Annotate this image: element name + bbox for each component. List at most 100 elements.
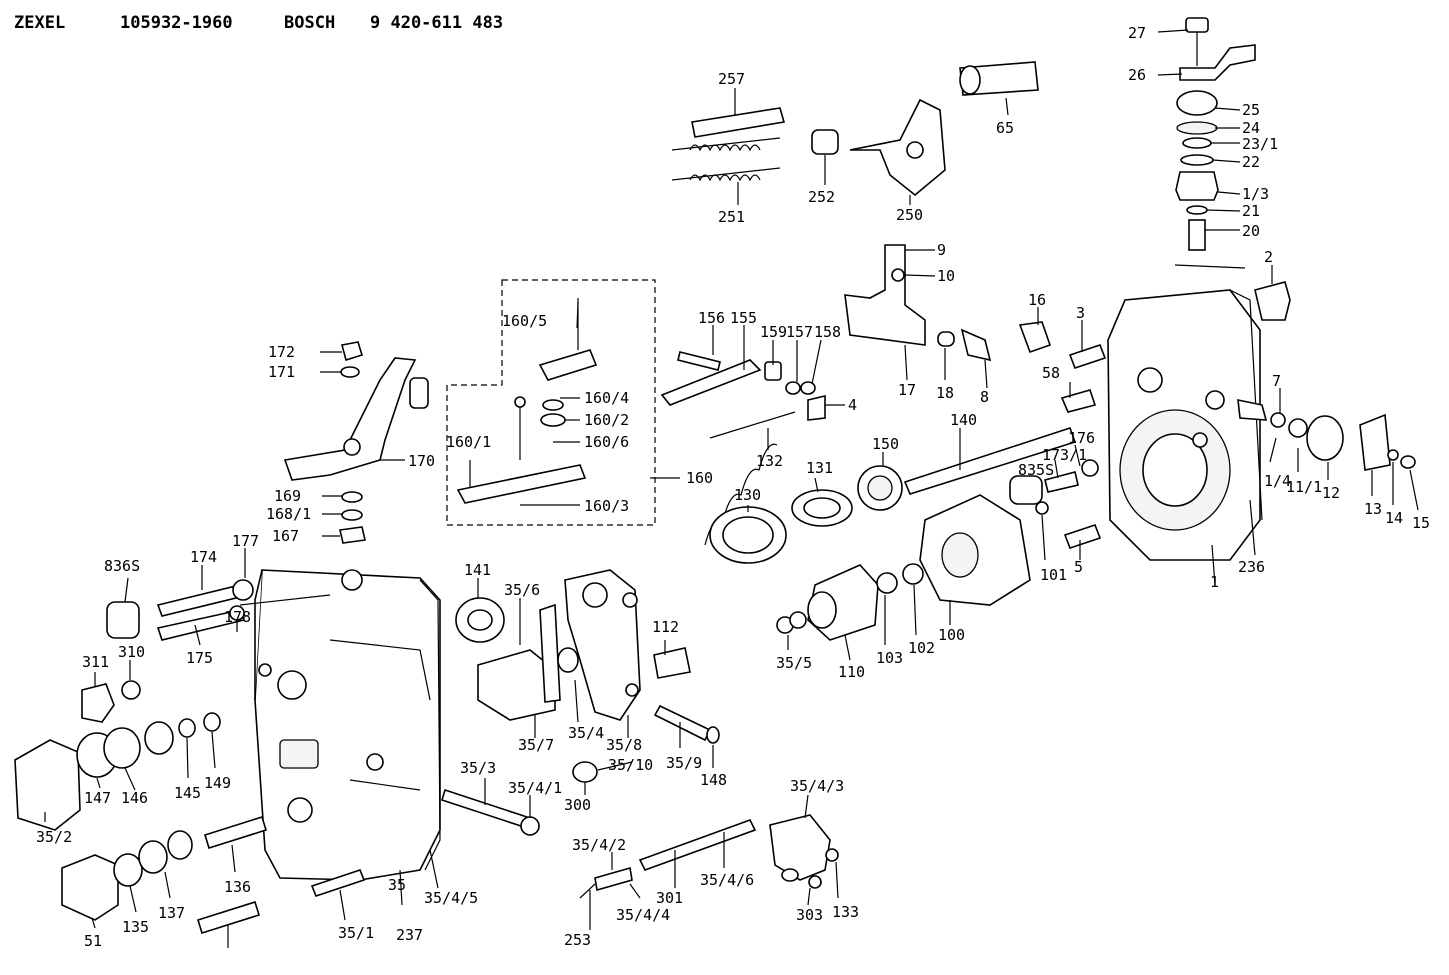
part-label: 160/2 xyxy=(584,411,629,429)
part-label: 1/4 xyxy=(1264,472,1291,490)
part-label: 150 xyxy=(872,435,899,453)
header-zexel: ZEXEL xyxy=(14,13,65,33)
part-label: 35/4/1 xyxy=(508,779,562,797)
part-label: 237 xyxy=(396,926,423,944)
part-label: 160/4 xyxy=(584,389,629,407)
part-label: 35/2 xyxy=(36,828,72,846)
part-label: 137 xyxy=(158,904,185,922)
part-label: 250 xyxy=(896,206,923,224)
leader-lines xyxy=(44,29,1419,948)
part-label: 11/1 xyxy=(1286,478,1322,496)
part-label: 311 xyxy=(82,653,109,671)
part-label: 158 xyxy=(814,323,841,341)
part-label: 35/4/3 xyxy=(790,777,844,795)
part-label: 9 xyxy=(937,241,946,259)
part-label: 175 xyxy=(186,649,213,667)
header-zexel-number: 105932-1960 xyxy=(120,13,233,33)
part-label: 112 xyxy=(652,618,679,636)
part-label: 170 xyxy=(408,452,435,470)
part-label: 236 xyxy=(1238,558,1265,576)
part-label: 35/9 xyxy=(666,754,702,772)
header-bosch-number: 9 420-611 483 xyxy=(370,13,503,33)
part-label: 35 xyxy=(388,876,406,894)
part-label: 102 xyxy=(908,639,935,657)
part-label: 10 xyxy=(937,267,955,285)
part-label: 5 xyxy=(1074,558,1083,576)
part-label: 160 xyxy=(686,469,713,487)
part-label: 14 xyxy=(1385,509,1403,527)
header-bosch: BOSCH xyxy=(284,13,335,33)
part-label: 35/7 xyxy=(518,736,554,754)
part-label: 133 xyxy=(832,903,859,921)
part-label: 157 xyxy=(786,323,813,341)
part-label: 1 xyxy=(1210,573,1219,591)
part-label: 8 xyxy=(980,388,989,406)
part-label: 4 xyxy=(848,396,857,414)
part-label: 7 xyxy=(1272,372,1281,390)
part-drawings xyxy=(14,17,1416,935)
part-label: 35/6 xyxy=(504,581,540,599)
part-label: 253 xyxy=(564,931,591,949)
part-label: 252 xyxy=(808,188,835,206)
part-label: 132 xyxy=(756,452,783,470)
part-label: 168/1 xyxy=(266,505,311,523)
part-label: 141 xyxy=(464,561,491,579)
part-label: 35/4/5 xyxy=(424,889,478,907)
part-label: 835S xyxy=(1018,461,1054,479)
part-label: 23/1 xyxy=(1242,135,1278,153)
part-label: 65 xyxy=(996,119,1014,137)
part-label: 100 xyxy=(938,626,965,644)
part-label: 35/4 xyxy=(568,724,604,742)
part-label: 35/4/2 xyxy=(572,836,626,854)
part-label: 177 xyxy=(232,532,259,550)
part-label: 135 xyxy=(122,918,149,936)
part-label: 159 xyxy=(760,323,787,341)
part-label: 20 xyxy=(1242,222,1260,240)
part-label: 172 xyxy=(268,343,295,361)
part-label: 160/1 xyxy=(446,433,491,451)
part-label: 58 xyxy=(1042,364,1060,382)
part-label: 35/4/4 xyxy=(616,906,670,924)
part-label: 110 xyxy=(838,663,865,681)
part-label: 35/3 xyxy=(460,759,496,777)
part-label: 12 xyxy=(1322,484,1340,502)
part-label: 303 xyxy=(796,906,823,924)
part-label: 174 xyxy=(190,548,217,566)
part-label: 178 xyxy=(224,608,251,626)
part-label: 21 xyxy=(1242,202,1260,220)
part-label: 176 xyxy=(1068,429,1095,447)
part-label: 2 xyxy=(1264,248,1273,266)
part-label: 17 xyxy=(898,381,916,399)
part-label: 35/4/6 xyxy=(700,871,754,889)
part-label: 149 xyxy=(204,774,231,792)
part-label: 146 xyxy=(121,789,148,807)
part-label: 24 xyxy=(1242,119,1260,137)
part-label: 35/8 xyxy=(606,736,642,754)
part-label: 140 xyxy=(950,411,977,429)
part-label: 16 xyxy=(1028,291,1046,309)
part-label: 148 xyxy=(700,771,727,789)
part-label: 103 xyxy=(876,649,903,667)
part-label: 160/5 xyxy=(502,312,547,330)
part-label: 13 xyxy=(1364,500,1382,518)
part-label: 3 xyxy=(1076,304,1085,322)
part-label: 27 xyxy=(1128,24,1146,42)
part-label: 173/1 xyxy=(1042,446,1087,464)
part-label: 836S xyxy=(104,557,140,575)
part-label: 35/10 xyxy=(608,756,653,774)
part-labels: 2726252423/1221/321202257652512522509101… xyxy=(36,24,1430,950)
part-label: 156 xyxy=(698,309,725,327)
part-label: 131 xyxy=(806,459,833,477)
part-label: 160/3 xyxy=(584,497,629,515)
part-label: 130 xyxy=(734,486,761,504)
part-label: 171 xyxy=(268,363,295,381)
part-label: 147 xyxy=(84,789,111,807)
part-label: 25 xyxy=(1242,101,1260,119)
part-label: 169 xyxy=(274,487,301,505)
part-label: 155 xyxy=(730,309,757,327)
part-label: 160/6 xyxy=(584,433,629,451)
part-label: 35/1 xyxy=(338,924,374,942)
part-label: 1/3 xyxy=(1242,185,1269,203)
part-label: 22 xyxy=(1242,153,1260,171)
